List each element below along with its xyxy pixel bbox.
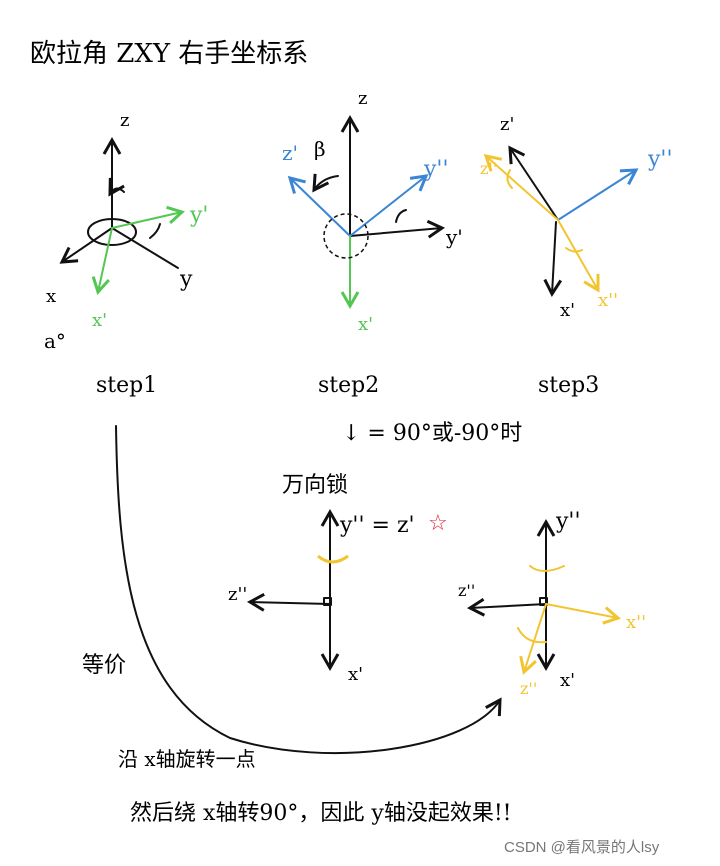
step1-axes — [59, 136, 185, 295]
step3-y-dprime-axis — [557, 168, 639, 221]
gimbal-left-equation: y'' = z' — [339, 513, 415, 538]
gimbal-left-rotation-arc — [317, 554, 349, 564]
step1-x-axis — [59, 227, 113, 264]
gimbal-left-axes — [246, 508, 349, 672]
step3-label-z-dprime: z'' — [480, 159, 497, 178]
step2-y-dprime-axis — [349, 174, 429, 237]
connecting-curve-arrow — [115, 425, 502, 755]
step3-axes — [483, 145, 639, 298]
step2-y-prime-axis — [349, 219, 446, 239]
gimbal-left-label-z-dprime: z'' — [228, 584, 247, 605]
step1-y-axis — [111, 227, 179, 269]
condition-text: ↓ = 90°或-90°时 — [342, 421, 522, 446]
step1-label-y-prime: y' — [189, 203, 208, 228]
step3-label-x-dprime: x'' — [598, 290, 618, 311]
gimbal-right-label-z-dprime: z'' — [458, 581, 475, 600]
step3-z-prime-axis — [508, 145, 559, 221]
step1-y-prime-axis — [111, 205, 185, 229]
gimbal-right-label-x-prime: x' — [560, 670, 575, 691]
step1-label-y: y — [179, 267, 193, 292]
step1-label-x: x — [46, 286, 56, 307]
step1-label-angle: a° — [44, 329, 66, 353]
gimbal-right-label-z-dprime-2: z'' — [520, 679, 537, 698]
step3-z-dprime-axis — [483, 153, 559, 221]
watermark: CSDN @看风景的人lsy — [504, 839, 660, 856]
note-line-1: 沿 x轴旋转一点 — [118, 747, 256, 771]
gimbal-right-z-dprime-axis-rotated — [519, 603, 547, 675]
step1-rotation-arrow — [108, 177, 125, 197]
step2-rotation-circle — [323, 213, 369, 259]
star-icon: ☆ — [428, 511, 448, 536]
step2-label-x-prime: x' — [358, 314, 373, 335]
step2-z-prime-axis — [287, 175, 351, 237]
step1-x-prime-axis — [91, 227, 113, 295]
gimbal-right-z-dprime-axis — [466, 598, 547, 617]
step3-caption: step3 — [538, 373, 599, 398]
gimbal-right-x-dprime-axis — [545, 603, 621, 625]
step2-label-y-prime: y' — [445, 225, 463, 249]
gimbal-lock-label: 万向锁 — [282, 473, 348, 498]
step2-label-beta: β — [314, 137, 326, 161]
step2-angle-arc — [395, 209, 407, 223]
step2-caption: step2 — [318, 373, 379, 398]
step1-label-z: z — [120, 110, 129, 131]
step3-x-dprime-axis — [557, 219, 600, 293]
step2-label-y-dprime: y'' — [423, 157, 449, 182]
gimbal-right-rotation-arc-top — [529, 565, 565, 572]
step3-rotation-arc-top — [506, 169, 513, 189]
step1-angle-arc — [149, 223, 161, 239]
step3-label-y-dprime: y'' — [647, 147, 673, 172]
gimbal-right-label-y-dprime: y'' — [555, 509, 581, 534]
step3-rotation-arc-bottom — [565, 247, 583, 253]
side-note: 等价 — [82, 653, 126, 678]
gimbal-right-axes — [466, 518, 621, 675]
step1-label-x-prime: x' — [92, 310, 107, 331]
step3-label-z-prime: z' — [500, 114, 514, 135]
step2-axes — [287, 114, 446, 310]
step1-rotation-ellipse — [87, 218, 137, 246]
gimbal-right-rotation-arc-bottom — [517, 627, 547, 644]
gimbal-left-label-x-prime: x' — [348, 664, 363, 685]
note-line-2: 然后绕 x轴转90°，因此 y轴没起效果!! — [130, 801, 512, 826]
step2-label-z: z — [358, 88, 367, 109]
gimbal-left-right-angle — [323, 597, 332, 606]
gimbal-right-right-angle — [539, 597, 548, 606]
step3-x-prime-axis — [543, 221, 563, 298]
sketch-title: 欧拉角 ZXY 右手坐标系 — [30, 39, 308, 69]
gimbal-left-z-dprime-axis — [246, 593, 331, 612]
step1-caption: step1 — [96, 373, 157, 398]
step2-label-z-prime: z' — [282, 141, 298, 165]
gimbal-right-label-x-dprime: x'' — [626, 612, 646, 633]
step3-label-x-prime: x' — [560, 300, 575, 321]
step2-beta-arrow — [312, 173, 339, 193]
